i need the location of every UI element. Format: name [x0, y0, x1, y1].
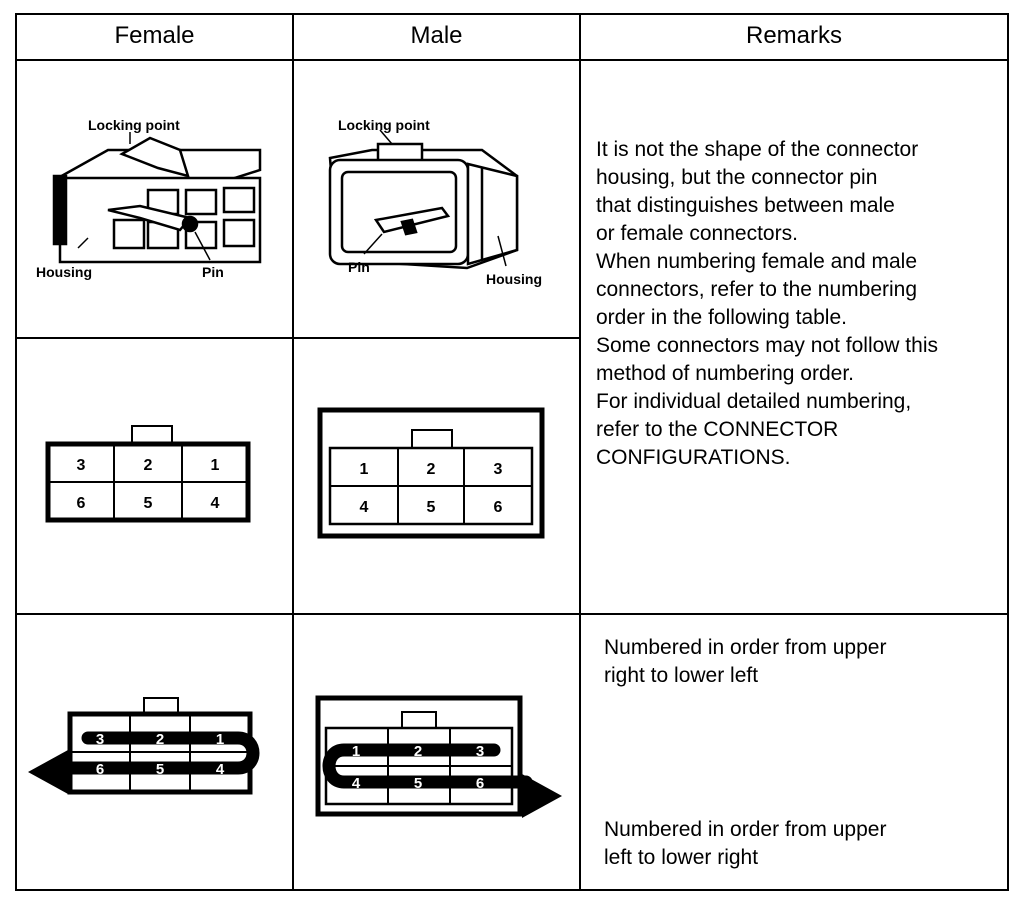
male-pin-1-cell: 1	[360, 461, 369, 478]
female-pin-grid: 3 2 1 6 5 4	[45, 425, 251, 523]
female-order-pin-5: 5	[156, 761, 164, 778]
male-pin-grid: 1 2 3 4 5 6	[317, 407, 545, 539]
header-female: Female	[114, 22, 195, 49]
male-locking-point-label: Locking point	[338, 117, 430, 133]
header-remarks: Remarks	[745, 22, 842, 49]
female-pin-2-cell: 2	[144, 457, 153, 474]
male-connector-illustration: Locking point Pin Housing	[328, 117, 542, 287]
male-pin-4-cell: 4	[360, 499, 369, 516]
male-order-pin-1: 1	[352, 743, 360, 760]
female-housing-label: Housing	[36, 264, 92, 280]
remarks-text: It is not the shape of the connector hou…	[596, 138, 938, 469]
male-pin-3-cell: 3	[494, 461, 503, 478]
male-numbering-order-diagram: 1 2 3 4 5 6	[315, 695, 562, 818]
female-pin-3-cell: 1	[211, 457, 220, 474]
male-order-remark: Numbered in order from upper left to low…	[604, 818, 887, 869]
female-locking-point-label: Locking point	[88, 117, 180, 133]
female-order-pin-6: 4	[216, 761, 225, 778]
male-pin-6-cell: 6	[494, 499, 503, 516]
female-order-remark: Numbered in order from upper right to lo…	[604, 636, 887, 687]
female-pin-6-cell: 4	[211, 495, 220, 512]
male-order-pin-6: 6	[476, 775, 484, 792]
male-pin-label: Pin	[348, 259, 370, 275]
female-pin-5-cell: 5	[144, 495, 153, 512]
female-order-pin-1: 3	[96, 731, 104, 748]
female-pin-4-cell: 6	[77, 495, 86, 512]
female-pin-1-cell: 3	[77, 457, 86, 474]
header-male: Male	[410, 22, 463, 49]
male-pin-2-cell: 2	[427, 461, 436, 478]
female-connector-illustration: Locking point Housing Pin	[36, 117, 262, 280]
female-pin-label: Pin	[202, 264, 224, 280]
female-numbering-order-diagram: 3 2 1 6 5 4	[28, 697, 260, 795]
male-order-pin-4: 4	[352, 775, 361, 792]
male-order-pin-3: 3	[476, 743, 484, 760]
male-housing-label: Housing	[486, 271, 542, 287]
male-pin-5-cell: 5	[427, 499, 436, 516]
female-order-pin-3: 1	[216, 731, 224, 748]
female-order-pin-2: 2	[156, 731, 164, 748]
male-order-pin-2: 2	[414, 743, 422, 760]
female-order-pin-4: 6	[96, 761, 104, 778]
male-order-pin-5: 5	[414, 775, 422, 792]
